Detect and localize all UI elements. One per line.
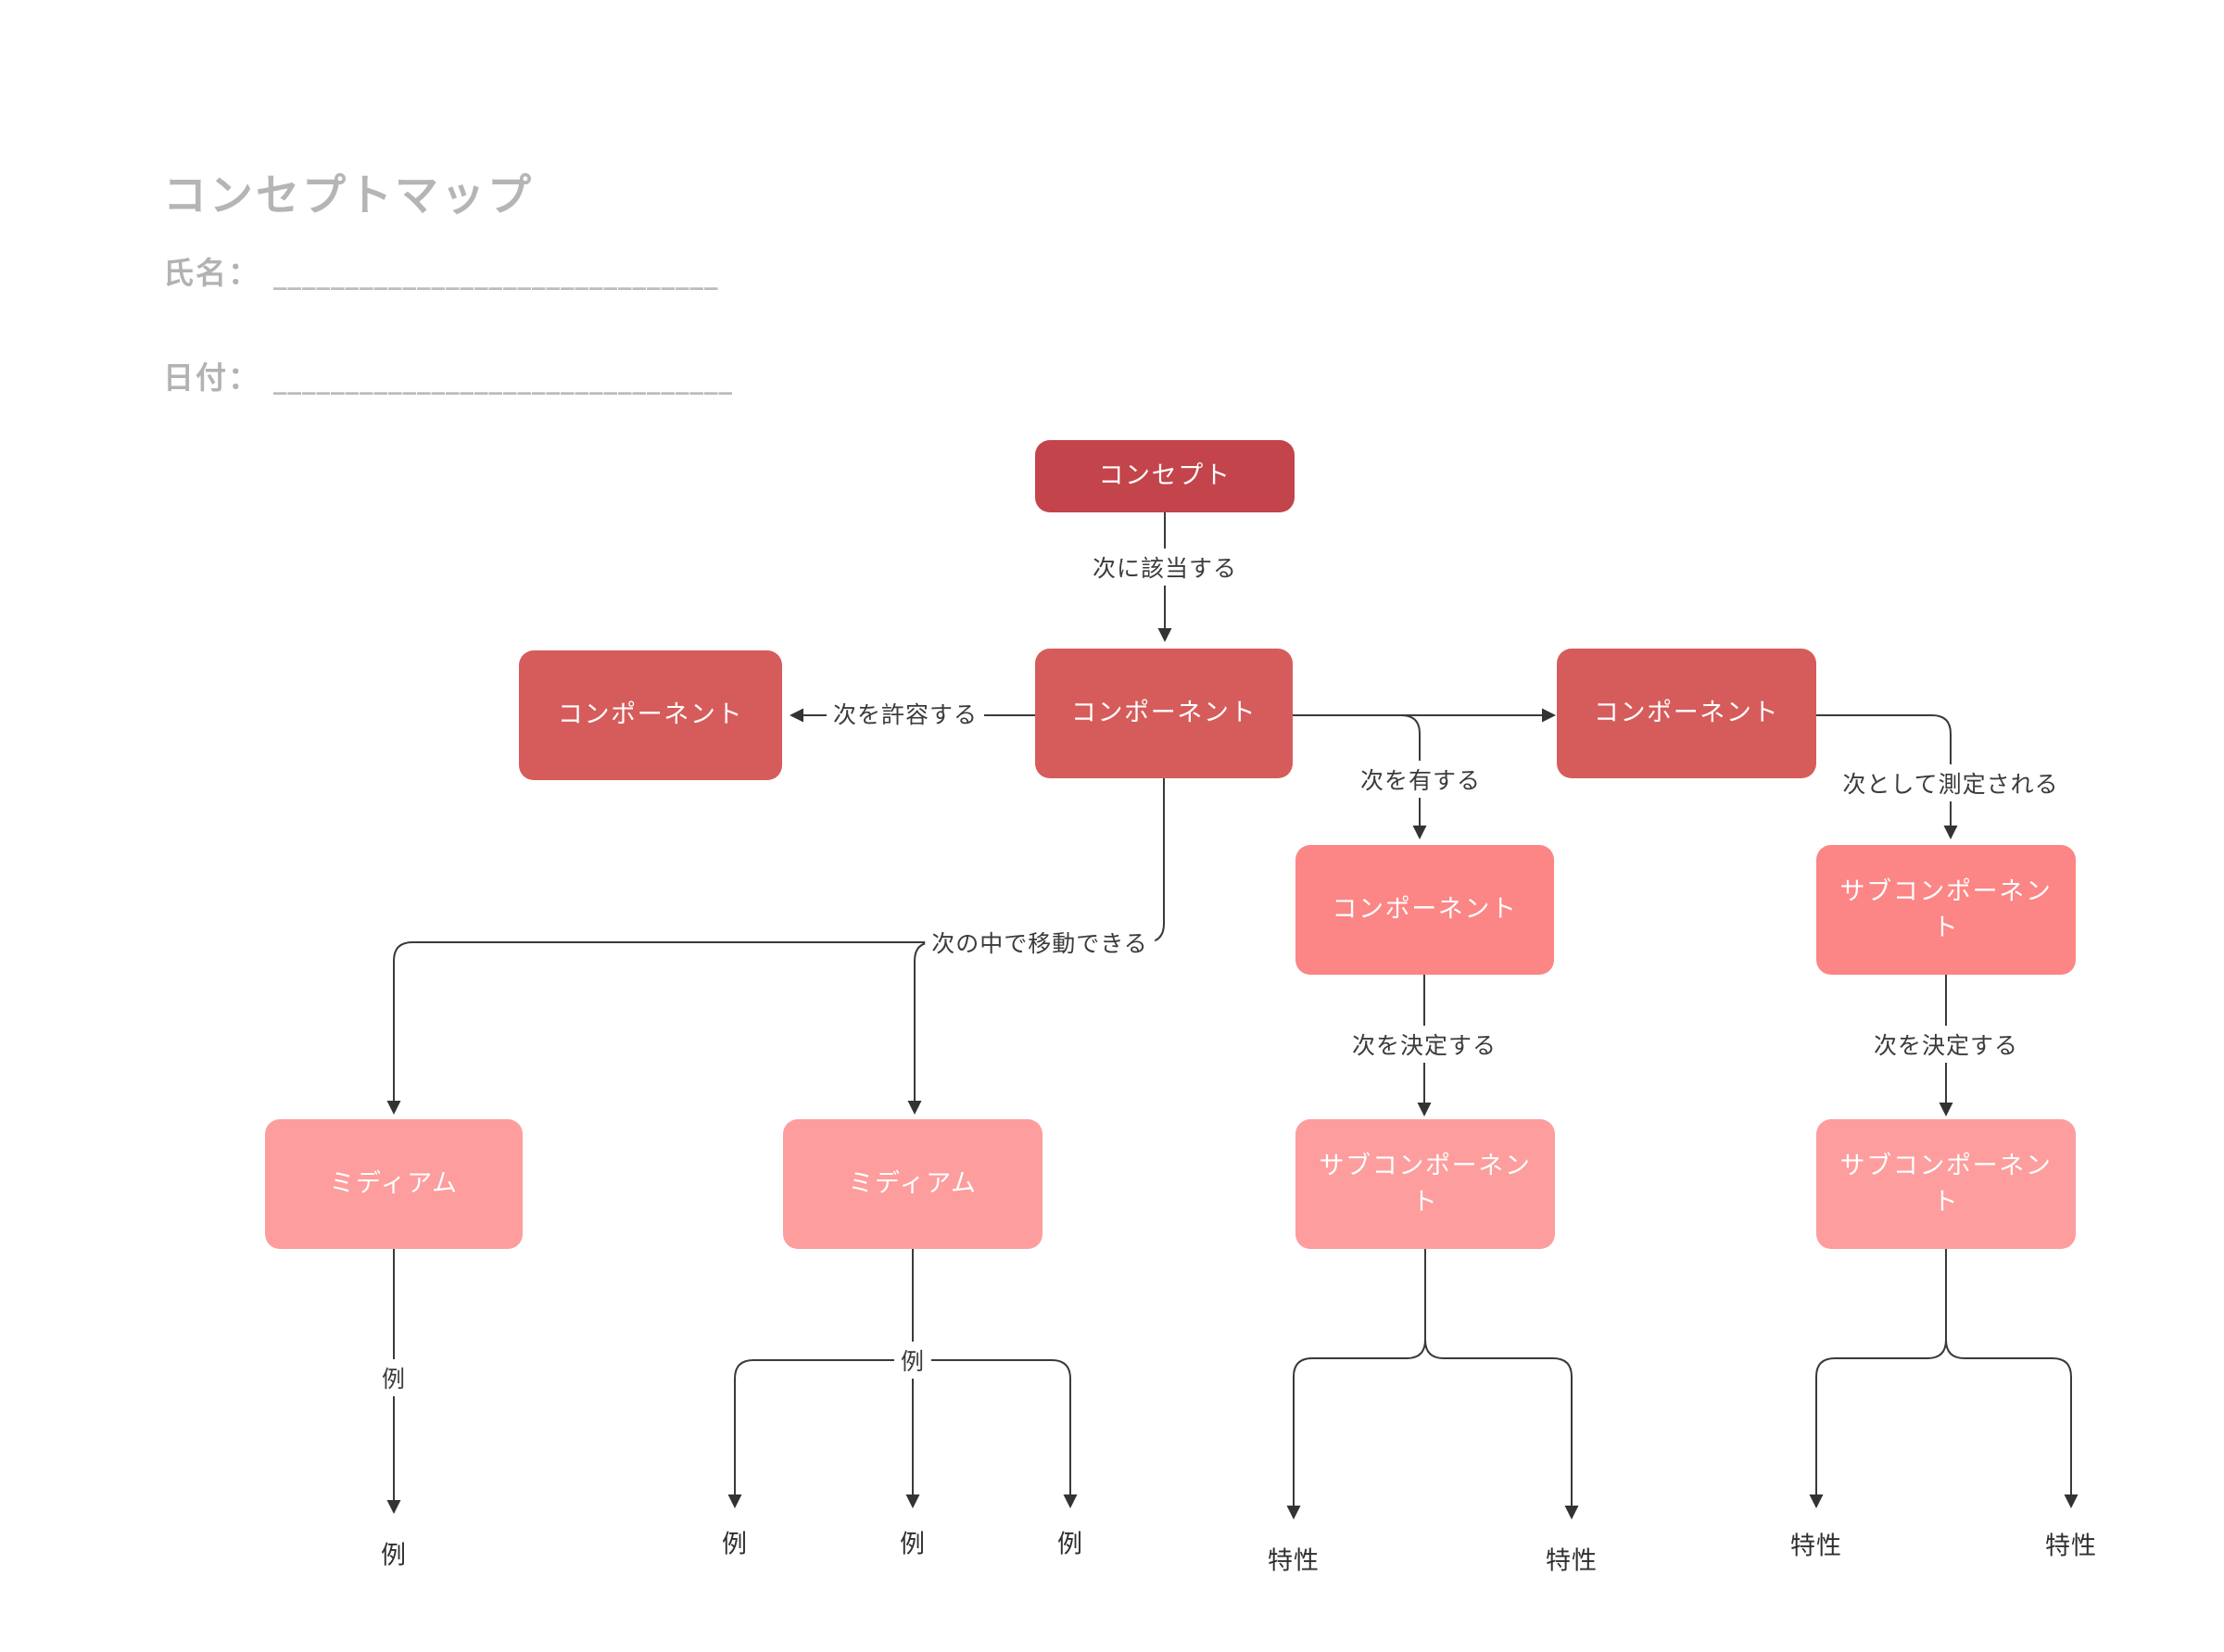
leaf-trait-1: 特性 [1268,1546,1320,1576]
edge-measured-as [1816,714,1958,839]
edge-label-has: 次を有する [1353,761,1488,798]
edge-subcomp4-trait-left [1809,1339,1947,1508]
date-blank-line: ________________________________ [273,363,733,395]
node-component-right[interactable]: コンポーネント [1557,649,1816,778]
name-blank-line: _______________________________ [273,259,719,290]
node-subcomponent-measured[interactable]: サブコンポーネント [1816,845,2076,975]
node-component-left[interactable]: コンポーネント [519,650,782,780]
edge-label-example-split: 例 [893,1342,932,1379]
edge-label-determines-right: 次を決定する [1866,1026,2026,1063]
node-medium-2[interactable]: ミディアム [783,1119,1042,1249]
edge-has-branch [1400,714,1427,839]
name-label: 氏名： [163,255,260,291]
node-medium-1[interactable]: ミディアム [265,1119,523,1249]
edge-label-allows: 次を許容する [826,695,985,732]
node-component-center[interactable]: コンポーネント [1035,649,1293,778]
edge-subcomp3-trait-left [1286,1339,1426,1520]
edge-subcomp4-trait-right [1945,1339,2079,1508]
edge-label-falls-under: 次に該当する [1085,549,1245,586]
edge-label-determines-left: 次を決定する [1345,1026,1504,1063]
edge-label-can-move-within: 次の中で移動できる [925,924,1155,961]
edge-label-example-single: 例 [374,1359,413,1396]
edge-move-within-left [386,778,1165,1115]
leaf-example-3: 例 [900,1530,926,1559]
leaf-example-1: 例 [381,1541,407,1570]
node-component-sub[interactable]: コンポーネント [1295,845,1554,975]
name-row: 氏名： _______________________________ [163,248,719,293]
leaf-trait-2: 特性 [1546,1546,1598,1576]
leaf-trait-3: 特性 [1790,1532,1842,1561]
leaf-example-2: 例 [722,1530,748,1559]
edge-medium2-example-left [727,1359,913,1508]
date-row: 日付： ________________________________ [163,353,733,397]
edge-move-within-mid [907,941,934,1115]
page-title: コンセプトマップ [163,170,534,221]
edge-label-measured-as: 次として測定される [1836,764,2066,801]
node-subcomponent-4[interactable]: サブコンポーネント [1816,1119,2076,1249]
leaf-trait-4: 特性 [2045,1532,2097,1561]
edge-subcomp3-trait-right [1424,1339,1579,1520]
leaf-example-4: 例 [1057,1530,1083,1559]
node-subcomponent-3[interactable]: サブコンポーネント [1295,1119,1555,1249]
node-concept[interactable]: コンセプト [1035,440,1295,512]
date-label: 日付： [163,359,260,396]
edge-medium2-example-right [913,1359,1078,1508]
